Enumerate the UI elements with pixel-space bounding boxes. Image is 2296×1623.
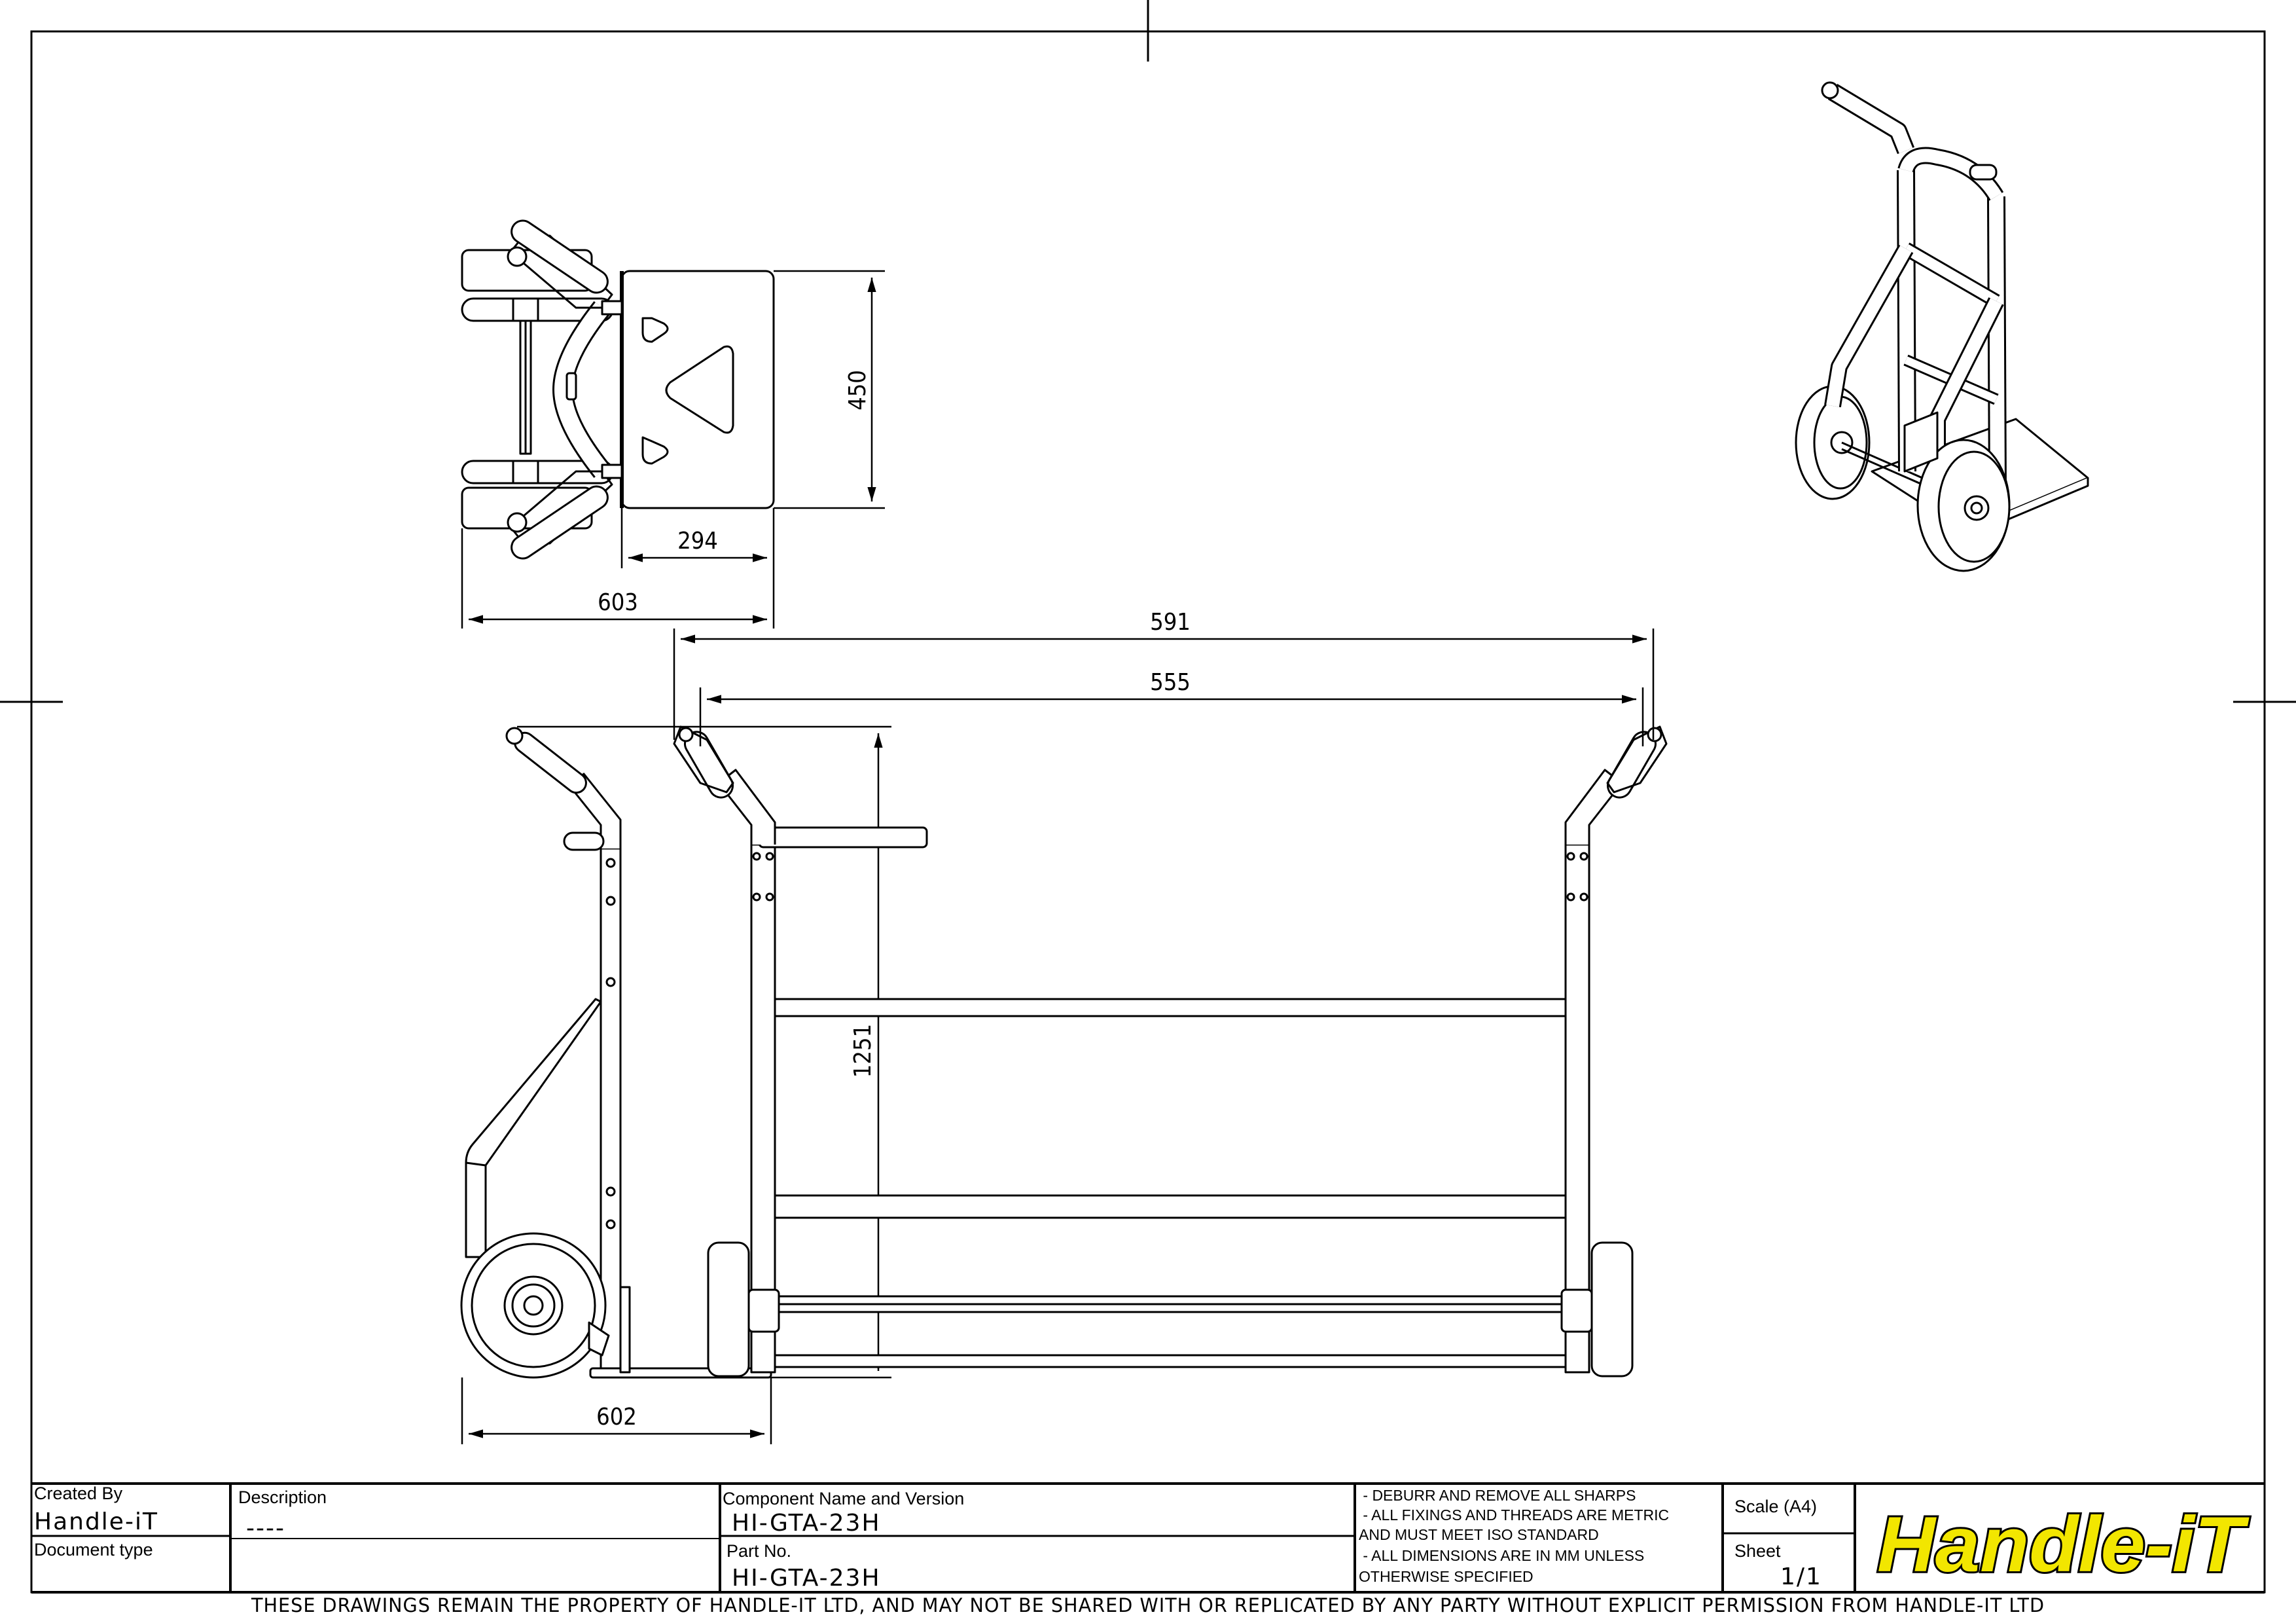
description-value: ---- [246, 1515, 285, 1542]
dim-side-height: 1251 [850, 1024, 876, 1078]
note-line-4: - ALL DIMENSIONS ARE IN MM UNLESS [1359, 1547, 1644, 1564]
created-by-value: Handle-iT [34, 1508, 158, 1535]
dim-front-overall-width: 591 [1150, 609, 1191, 636]
side-view-dimensions [461, 725, 891, 1444]
copyright-footer: THESE DRAWINGS REMAIN THE PROPERTY OF HA… [251, 1594, 2045, 1616]
document-type-label: Document type [34, 1540, 153, 1559]
note-line-1: - DEBURR AND REMOVE ALL SHARPS [1359, 1487, 1636, 1504]
part-value: HI-GTA-23H [732, 1565, 881, 1592]
scale-label: Scale (A4) [1734, 1497, 1817, 1516]
isometric-view [1795, 81, 2089, 572]
dim-front-inner-width: 555 [1150, 669, 1191, 696]
side-view [460, 727, 772, 1379]
dim-side-depth: 602 [596, 1404, 637, 1431]
sheet-label: Sheet [1734, 1541, 1781, 1561]
created-by-label: Created By [34, 1484, 123, 1503]
front-view [673, 725, 1668, 1377]
note-line-2: - ALL FIXINGS AND THREADS ARE METRIC [1359, 1506, 1669, 1523]
title-block [31, 1482, 2265, 1594]
dim-top-overall-width: 603 [598, 589, 638, 616]
note-line-3: AND MUST MEET ISO STANDARD [1359, 1526, 1599, 1543]
note-line-5: OTHERWISE SPECIFIED [1359, 1568, 1534, 1585]
handle-it-logo: Handle-iT [1875, 1499, 2251, 1590]
component-label: Component Name and Version [723, 1489, 964, 1508]
logo-text: Handle-iT [1877, 1501, 2250, 1588]
top-view [461, 219, 775, 560]
description-label: Description [238, 1487, 327, 1507]
dim-top-plate-width: 294 [677, 528, 718, 555]
dim-top-height: 450 [844, 370, 871, 410]
front-view-dimensions [673, 629, 1655, 746]
part-label: Part No. [726, 1541, 791, 1561]
sheet-value: 1/1 [1780, 1563, 1822, 1590]
top-view-dimensions [461, 270, 885, 629]
component-value: HI-GTA-23H [732, 1510, 881, 1537]
